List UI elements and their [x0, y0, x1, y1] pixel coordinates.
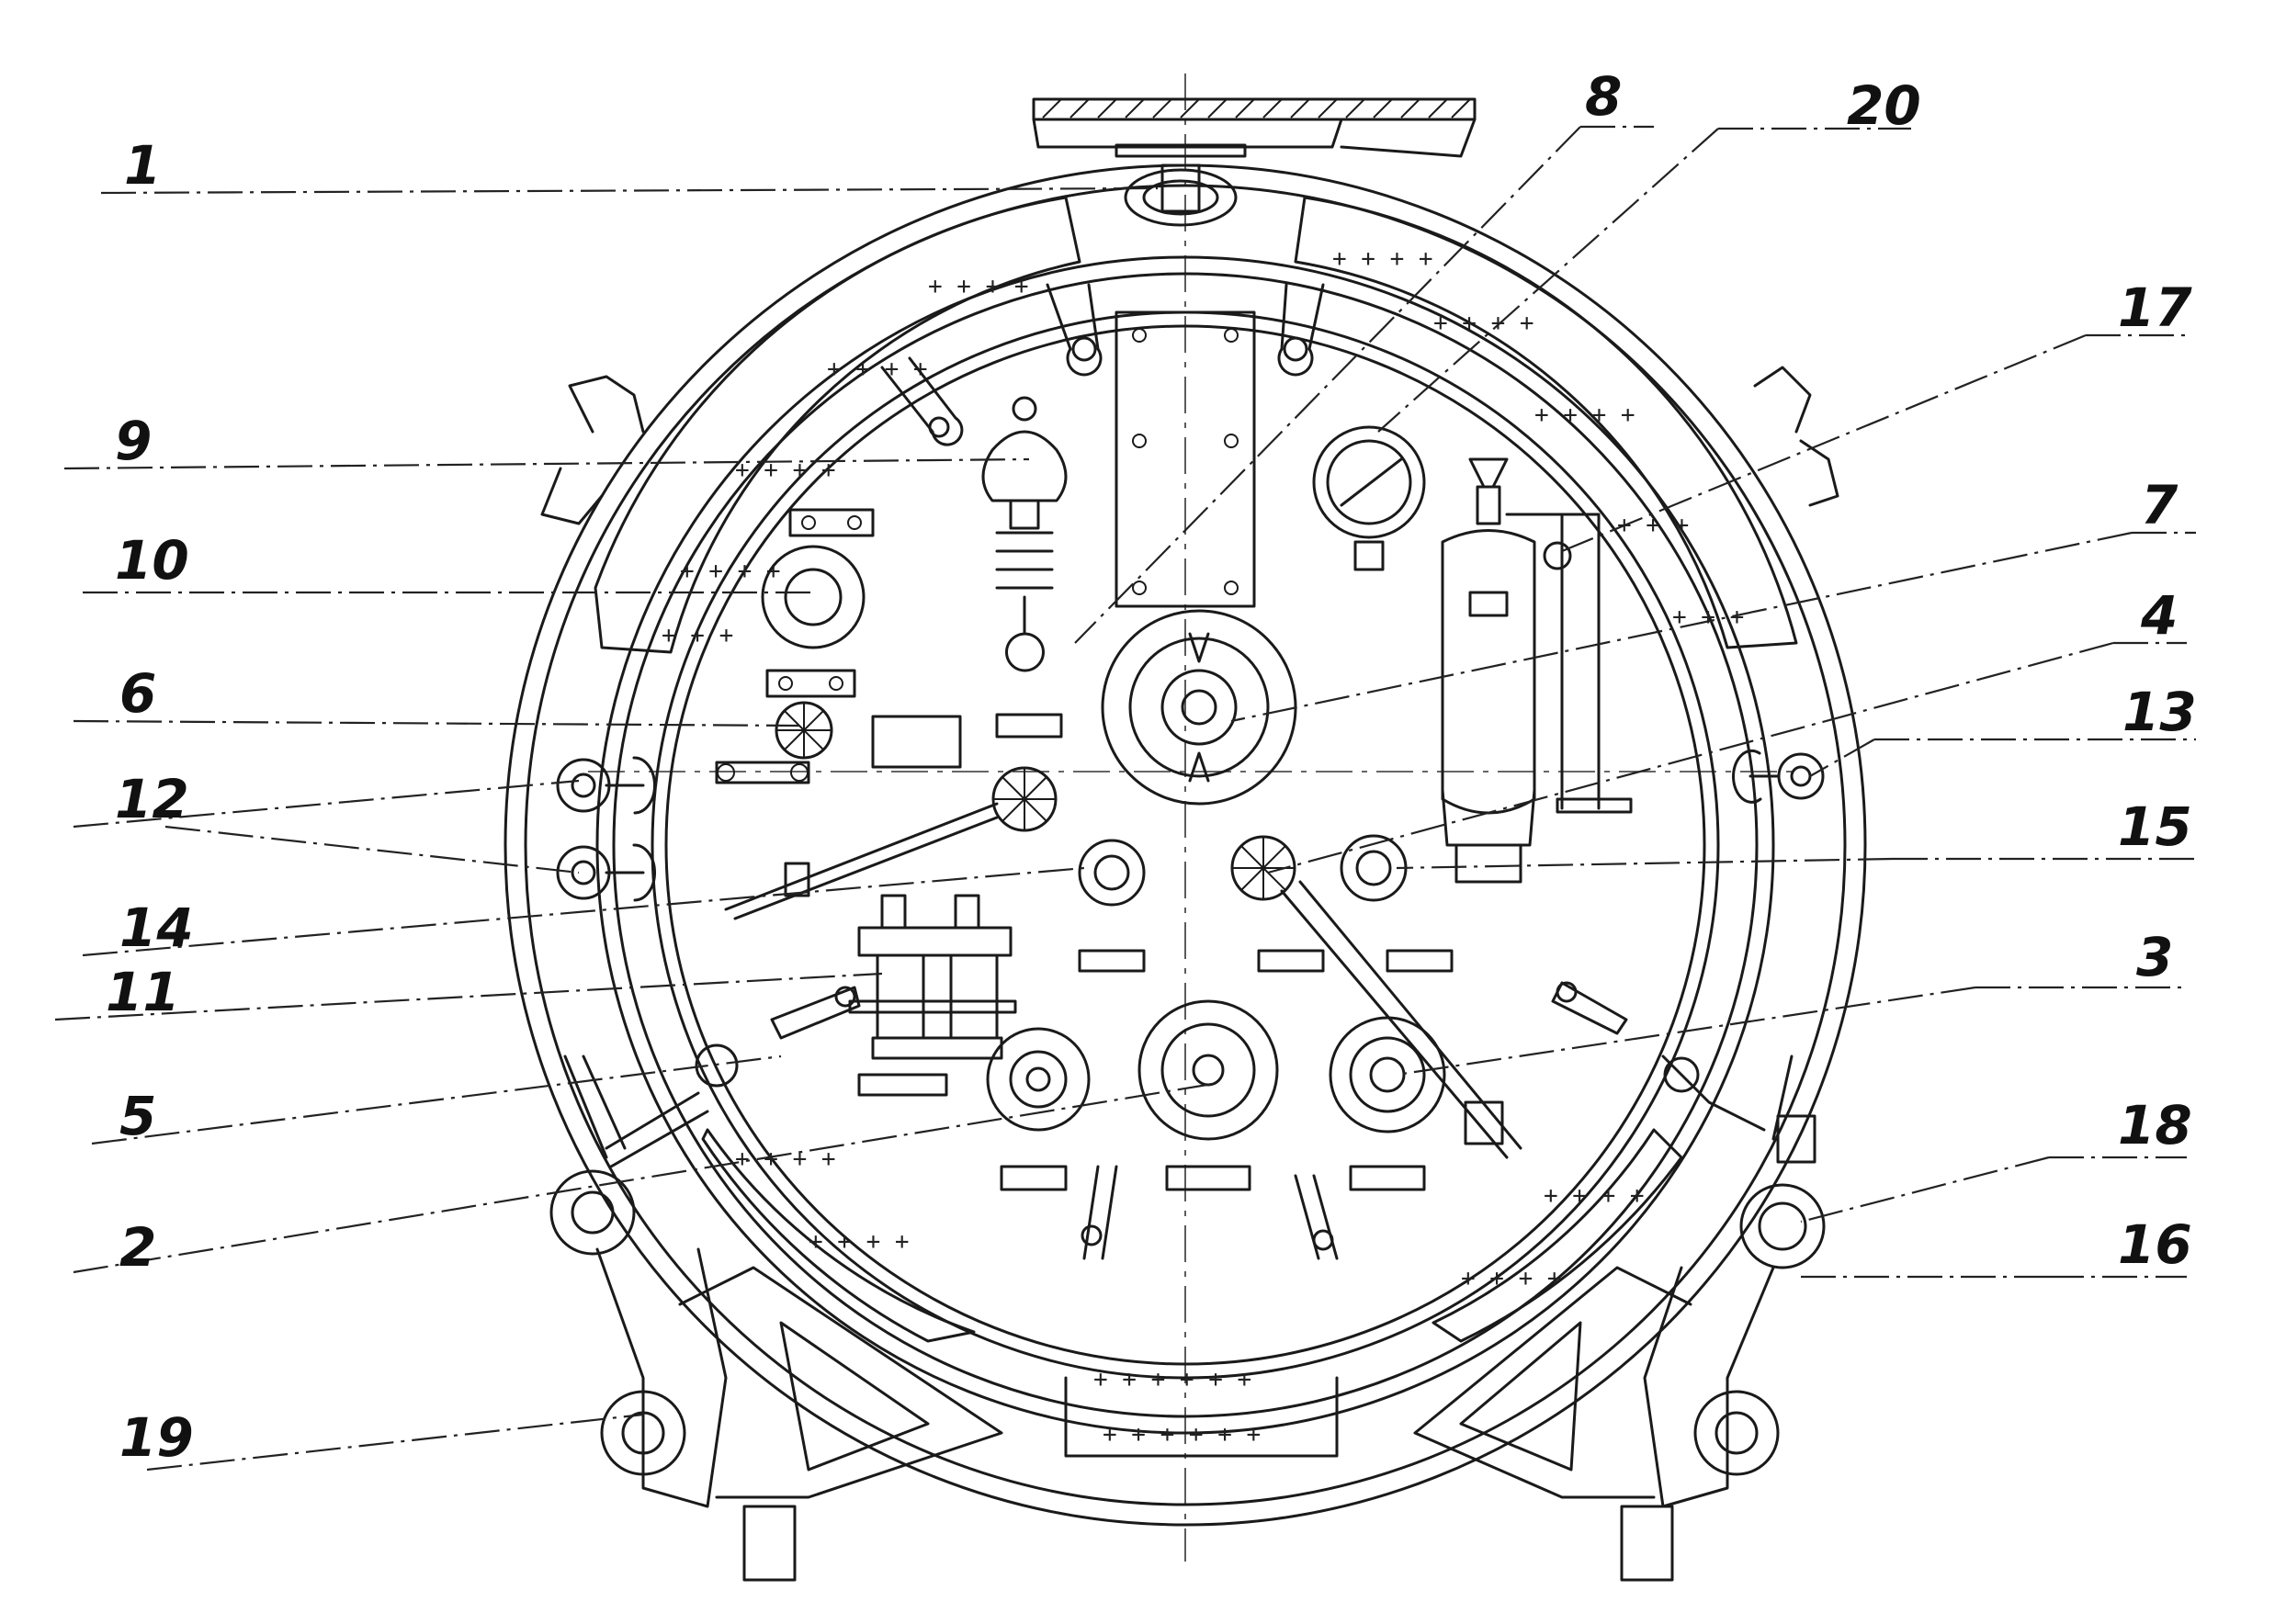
fan-blower-14 — [724, 766, 1058, 920]
leader-lines — [54, 125, 2196, 1472]
nut-fitting-left — [1078, 839, 1146, 907]
side-valves-12 — [556, 756, 656, 902]
callout-labels: 1 2 3 4 5 6 7 8 9 10 11 12 13 14 15 16 1… — [106, 65, 2197, 1469]
nameplate — [1115, 310, 1256, 608]
callout-9: 9 — [115, 410, 152, 472]
fan-blower-4 — [1230, 835, 1522, 1159]
callout-2: 2 — [119, 1216, 156, 1279]
svg-text:+ + + +: + + + + — [680, 558, 781, 585]
top-flange — [1032, 97, 1477, 158]
swing-bolts — [563, 1043, 1794, 1168]
callout-13: 13 — [2122, 681, 2197, 743]
callout-3: 3 — [2136, 926, 2173, 988]
callout-18: 18 — [2118, 1094, 2192, 1156]
callout-12: 12 — [115, 768, 189, 830]
side-valve-13 — [1732, 749, 1825, 804]
callout-17: 17 — [2118, 276, 2192, 339]
callout-8: 8 — [1585, 65, 1622, 128]
callout-11: 11 — [106, 961, 180, 1023]
callout-5: 5 — [119, 1085, 156, 1147]
support-legs — [595, 1247, 1780, 1582]
svg-text:+ + + +: + + + + — [1332, 245, 1433, 273]
bottom-hinges — [770, 981, 1628, 1260]
gauge-10 — [761, 508, 875, 698]
fan-6 — [715, 701, 962, 784]
callout-14: 14 — [119, 897, 194, 959]
gas-cylinder-17 — [1441, 457, 1633, 884]
lining-segments: + + + + + + + + + + + + + + + + + + + + … — [594, 196, 1798, 1458]
svg-text:+ + + +: + + + + — [827, 355, 928, 383]
side-hooks — [540, 366, 1839, 525]
nut-fitting-15 — [1340, 834, 1408, 902]
svg-text:+ + + +: + + + + — [1461, 1265, 1562, 1292]
callout-20: 20 — [1847, 74, 1921, 137]
terminal-block-11 — [848, 894, 1017, 1060]
central-valve-7 — [995, 609, 1297, 806]
svg-text:+ + + + + +: + + + + + + — [1103, 1421, 1261, 1449]
top-lifting-eye — [1115, 143, 1247, 227]
svg-text:+ + + +: + + + + — [735, 1145, 836, 1173]
sight-glass-2 — [1137, 999, 1279, 1141]
svg-text:+ + + +: + + + + — [809, 1228, 910, 1256]
svg-text:+ + +: + + + — [1617, 512, 1689, 539]
callout-1: 1 — [124, 134, 161, 197]
callout-16: 16 — [2118, 1213, 2192, 1276]
mounting-plates — [857, 949, 1454, 1191]
lugs-18 — [549, 1114, 1826, 1269]
insulator-9 — [981, 396, 1068, 672]
pressure-gauge-20 — [1312, 425, 1426, 571]
callout-4: 4 — [2140, 584, 2178, 647]
vessel-rings — [504, 164, 1867, 1527]
flange-bottom-left — [986, 1027, 1091, 1132]
callout-19: 19 — [119, 1406, 194, 1469]
svg-text:+ + + +: + + + + — [928, 273, 1029, 300]
callout-15: 15 — [2118, 795, 2192, 858]
svg-text:+ + +: + + + — [662, 622, 733, 649]
callout-7: 7 — [2141, 474, 2178, 536]
svg-text:+ + + +: + + + + — [1534, 401, 1635, 429]
sight-glass-3 — [1329, 1016, 1446, 1133]
svg-text:+ + + +: + + + + — [1544, 1182, 1645, 1210]
door-hinges — [880, 283, 1325, 446]
callout-6: 6 — [119, 662, 156, 725]
svg-text:+ + + +: + + + + — [1433, 310, 1534, 337]
callout-10: 10 — [115, 529, 189, 592]
svg-text:+ + + + + +: + + + + + + — [1093, 1366, 1251, 1393]
